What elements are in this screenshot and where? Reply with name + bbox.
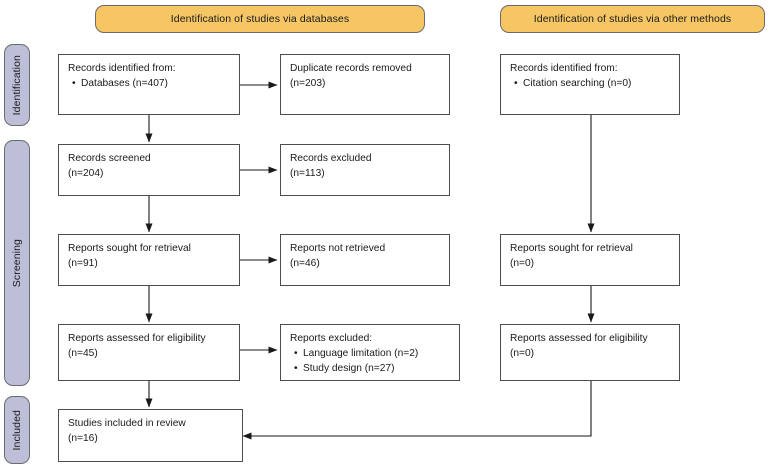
records-excluded-title: Records excluded: [290, 153, 372, 164]
list-item: Language limitation (n=2): [294, 347, 450, 362]
stage-label-identification: Identification: [4, 44, 30, 126]
reports-assessed-count: (n=45): [68, 347, 98, 359]
duplicates-removed-count: (n=203): [290, 77, 326, 89]
box-records-excluded: Records excluded (n=113): [280, 144, 450, 196]
box-duplicate-records-removed: Duplicate records removed (n=203): [280, 54, 450, 115]
box-studies-included-in-review: Studies included in review (n=16): [58, 409, 243, 462]
records-screened-count: (n=204): [68, 167, 104, 179]
reports-assessed-other-count: (n=0): [510, 347, 535, 359]
stage-identification-text: Identification: [11, 54, 23, 116]
list-item: Databases (n=407): [72, 77, 230, 92]
box-records-identified: Records identified from: Databases (n=40…: [58, 54, 240, 115]
records-identified-other-list: Citation searching (n=0): [510, 77, 670, 92]
studies-included-title: Studies included in review: [68, 418, 186, 429]
records-identified-other-title: Records identified from:: [510, 63, 618, 74]
reports-assessed-title: Reports assessed for eligibility: [68, 333, 206, 344]
reports-not-retrieved-count: (n=46): [290, 257, 320, 269]
reports-assessed-other-title: Reports assessed for eligibility: [510, 333, 648, 344]
stage-label-screening: Screening: [4, 140, 30, 386]
box-reports-assessed-for-eligibility: Reports assessed for eligibility (n=45): [58, 324, 240, 381]
box-reports-sought-other: Reports sought for retrieval (n=0): [500, 234, 680, 286]
header-identification-other-methods: Identification of studies via other meth…: [500, 5, 765, 33]
reports-excluded-list: Language limitation (n=2) Study design (…: [290, 347, 450, 377]
box-reports-sought-for-retrieval: Reports sought for retrieval (n=91): [58, 234, 240, 286]
box-reports-assessed-other: Reports assessed for eligibility (n=0): [500, 324, 680, 381]
reports-excluded-title: Reports excluded:: [290, 333, 373, 344]
studies-included-count: (n=16): [68, 432, 98, 444]
stage-label-included: Included: [4, 396, 30, 464]
reports-sought-title: Reports sought for retrieval: [68, 243, 191, 254]
records-identified-title: Records identified from:: [68, 63, 176, 74]
reports-sought-count: (n=91): [68, 257, 98, 269]
box-records-screened: Records screened (n=204): [58, 144, 240, 196]
records-excluded-count: (n=113): [290, 167, 325, 179]
box-reports-not-retrieved: Reports not retrieved (n=46): [280, 234, 450, 286]
header-other-methods-label: Identification of studies via other meth…: [533, 13, 732, 25]
stage-included-text: Included: [11, 409, 23, 451]
header-identification-databases: Identification of studies via databases: [95, 5, 425, 33]
list-item: Citation searching (n=0): [514, 77, 670, 92]
reports-not-retrieved-title: Reports not retrieved: [290, 243, 386, 254]
box-reports-excluded: Reports excluded: Language limitation (n…: [280, 324, 460, 381]
records-identified-list: Databases (n=407): [68, 77, 230, 92]
reports-sought-other-count: (n=0): [510, 257, 535, 269]
duplicates-removed-title: Duplicate records removed: [290, 63, 412, 74]
stage-screening-text: Screening: [11, 238, 23, 288]
reports-sought-other-title: Reports sought for retrieval: [510, 243, 633, 254]
list-item: Study design (n=27): [294, 362, 450, 377]
box-records-identified-other: Records identified from: Citation search…: [500, 54, 680, 115]
records-screened-title: Records screened: [68, 153, 151, 164]
header-databases-label: Identification of studies via databases: [170, 13, 350, 25]
